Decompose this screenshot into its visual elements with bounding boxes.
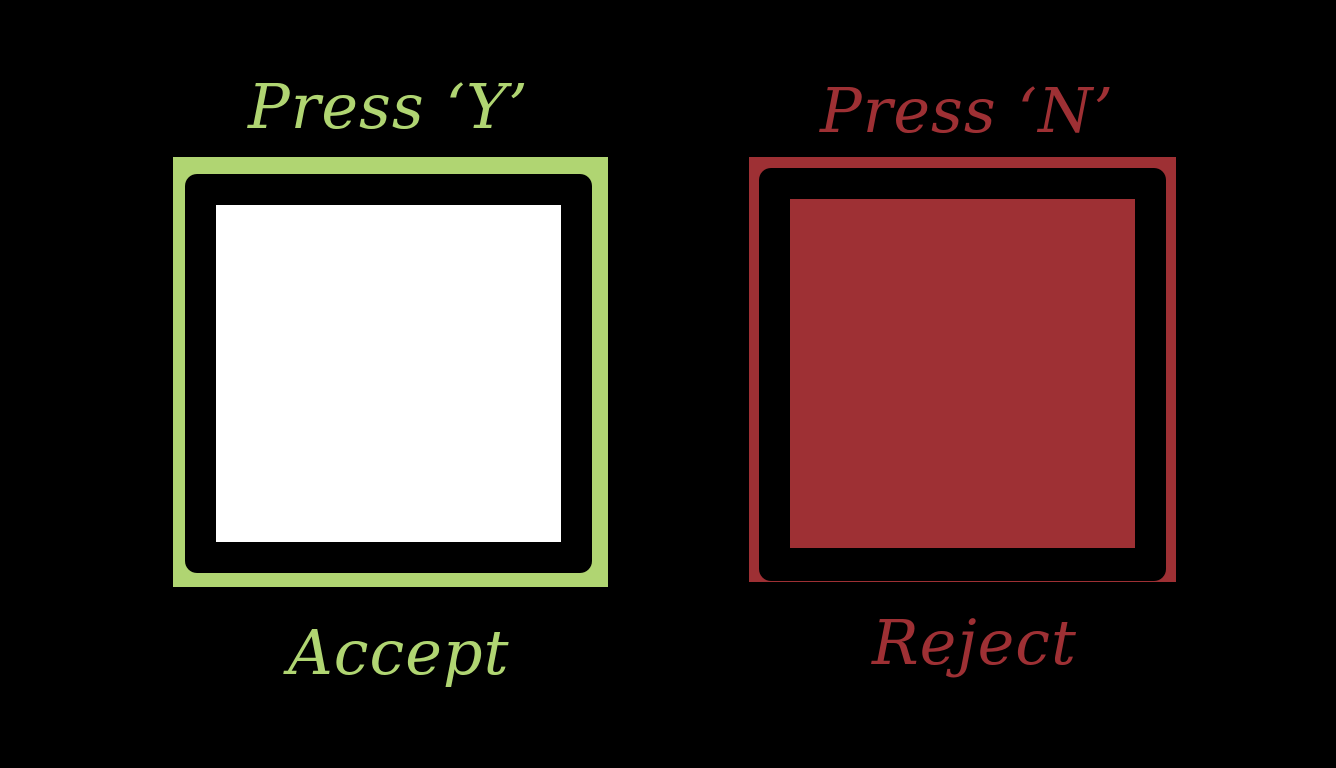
- reject-swatch: [790, 199, 1135, 548]
- reject-button[interactable]: [749, 157, 1176, 582]
- accept-swatch: [216, 205, 561, 542]
- reject-key-prompt: Press ‘N’: [820, 74, 1115, 147]
- accept-key-prompt: Press ‘Y’: [248, 70, 529, 143]
- accept-button[interactable]: [173, 157, 608, 587]
- accept-label: Accept: [288, 616, 510, 689]
- reject-label: Reject: [872, 606, 1077, 679]
